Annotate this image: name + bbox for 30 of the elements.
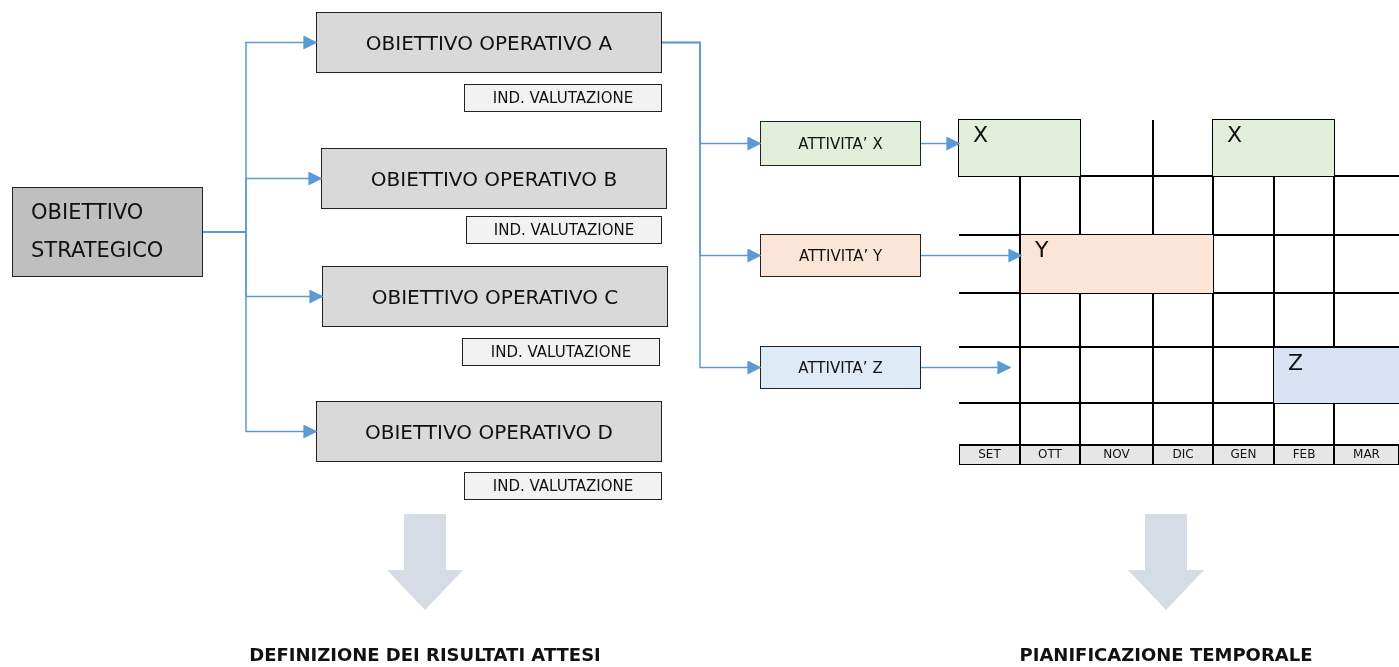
activity-box: ATTIVITA’ Y [760,234,921,277]
gantt-bar: X [959,120,1080,176]
arrow [920,136,961,151]
indicator-box: IND. VALUTAZIONE [462,338,660,366]
arrow [661,41,762,375]
objective-box: OBIETTIVO OPERATIVO C [322,266,668,327]
section-caption: PIANIFICAZIONE TEMPORALE [1018,644,1314,665]
month-cell: DIC [1153,445,1213,465]
indicator-box: IND. VALUTAZIONE [464,472,662,500]
objective-box: OBIETTIVO OPERATIVO A [316,12,662,73]
month-cell: OTT [1020,445,1080,465]
objective-box: OBIETTIVO OPERATIVO B [321,148,667,209]
gantt-bar: Y [1021,235,1213,293]
month-cell: GEN [1213,445,1274,465]
objective-box: OBIETTIVO OPERATIVO D [316,401,662,462]
month-cell: NOV [1080,445,1153,465]
arrow [920,360,1012,375]
indicator-box: IND. VALUTAZIONE [464,84,662,112]
gantt-bar: X [1213,120,1334,176]
strategic-objective-box: OBIETTIVO STRATEGICO [12,187,203,277]
indicator-box: IND. VALUTAZIONE [466,216,662,244]
month-cell: MAR [1334,445,1399,465]
month-cell: FEB [1274,445,1334,465]
gantt-bar: Z [1274,348,1399,403]
section-caption: DEFINIZIONE DEI RISULTATI ATTESI [248,644,602,665]
arrow [202,231,318,439]
arrow [920,248,1023,263]
activity-box: ATTIVITA’ Z [760,346,921,389]
activity-box: ATTIVITA’ X [760,121,921,166]
month-cell: SET [959,445,1020,465]
